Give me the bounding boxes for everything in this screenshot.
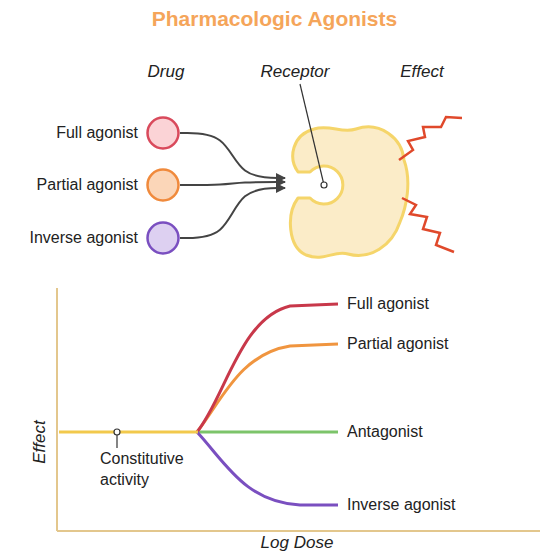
curve-label: Antagonist (347, 422, 423, 442)
binding-arrow (180, 182, 285, 185)
dose-response-graph (57, 288, 540, 531)
binding-arrow (180, 188, 285, 238)
effect-zigzag (402, 198, 454, 252)
column-heading: Receptor (250, 62, 340, 82)
full-agonist-curve (197, 304, 338, 432)
drug-circle (148, 170, 179, 201)
antagonist-curve (197, 431, 338, 434)
constitutive-leader-line (116, 432, 117, 448)
drug-circle (148, 118, 179, 149)
receptor-shape (290, 127, 407, 257)
partial-agonist-node: Partial agonist (40, 168, 180, 202)
inverse-agonist-curve (197, 432, 338, 505)
x-axis (57, 530, 540, 532)
binding-arrow (180, 133, 285, 178)
drug-label: Partial agonist (37, 175, 138, 195)
drug-circle (148, 223, 179, 254)
column-heading: Drug (148, 62, 185, 82)
axis-title: Effect (30, 420, 50, 463)
receptor-node: Receptor (285, 62, 410, 262)
receptor-outline (285, 62, 410, 262)
axis-title: Log Dose (261, 533, 334, 553)
full-agonist-node: Full agonist (40, 116, 180, 150)
effect-zigzag (399, 117, 462, 160)
drug-label: Inverse agonist (29, 228, 138, 248)
diagram-title: Pharmacologic Agonists (0, 6, 549, 32)
partial-agonist-curve (197, 344, 338, 432)
inverse-agonist-node: Inverse agonist (40, 221, 180, 255)
y-axis (56, 288, 58, 531)
curve-label: Partial agonist (347, 334, 448, 354)
baseline-curve (59, 431, 198, 434)
constitutive-dot (114, 429, 120, 435)
curve-label: Inverse agonist (347, 495, 456, 515)
drug-label: Full agonist (56, 123, 138, 143)
column-heading: Effect (400, 62, 443, 82)
binding-site-dot (321, 182, 327, 188)
curve-label: Full agonist (347, 294, 429, 314)
annotation-label: Constitutive activity (100, 448, 205, 490)
